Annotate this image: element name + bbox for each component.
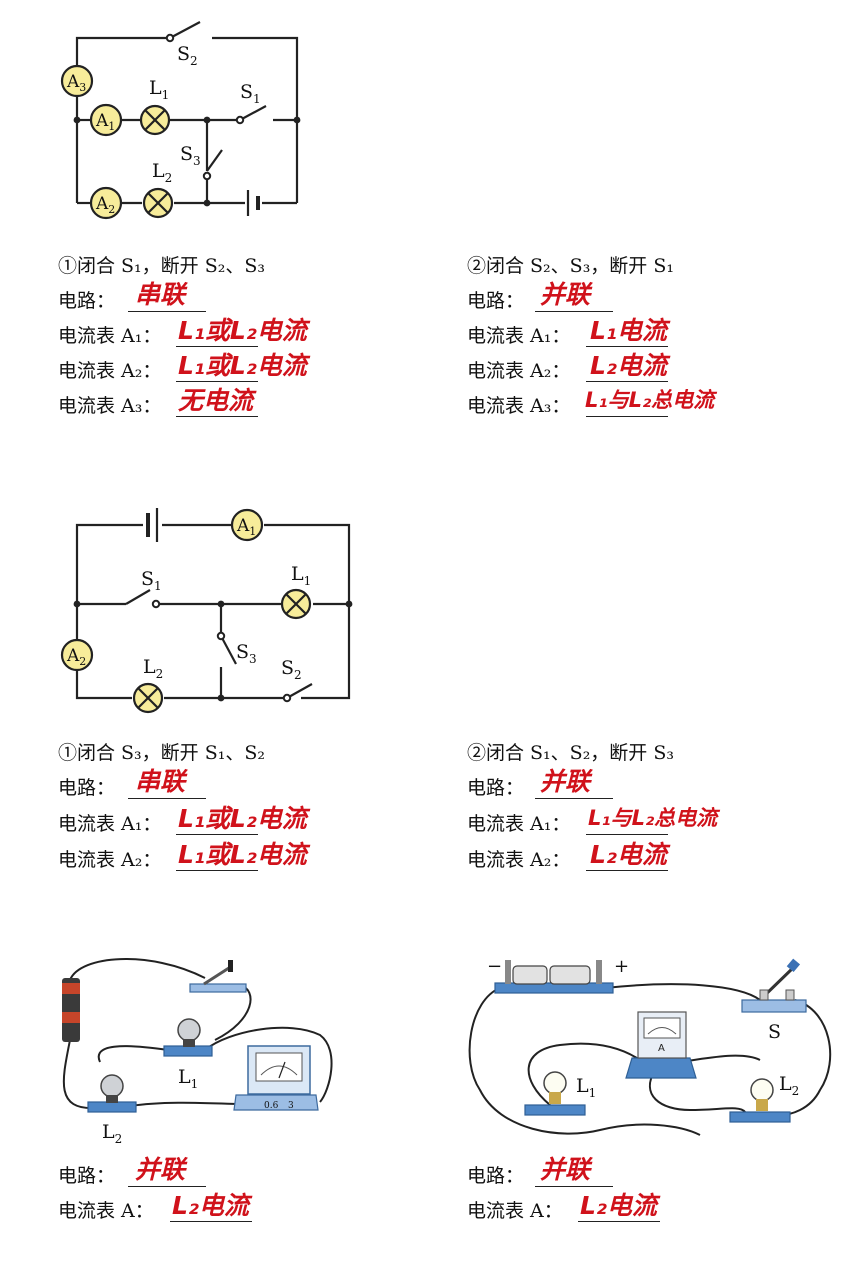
svg-text:+: +: [614, 956, 629, 977]
circuit-1-battery: [246, 190, 260, 216]
row-label: 电流表 A₁：: [467, 813, 571, 835]
circuit-2-junctions: [73, 599, 353, 703]
svg-text:A: A: [658, 1043, 665, 1054]
answer-text: 无电流: [178, 386, 254, 415]
row-label: 电流表 A₁：: [467, 325, 571, 347]
answer-underline: [586, 870, 668, 871]
svg-text:L2: L2: [143, 656, 163, 681]
circuit-1-lamp-l1: [139, 104, 171, 136]
answer-text: L₂电流: [590, 840, 667, 869]
row-label: 电流表 A₂：: [58, 849, 162, 871]
row-label: 电路：: [58, 777, 116, 799]
svg-text:L1: L1: [178, 1066, 198, 1091]
answer-underline: [578, 1221, 660, 1222]
answer-text: L₂电流: [580, 1191, 657, 1220]
row-label: 电路：: [58, 1165, 116, 1187]
row-label: 电流表 A：: [58, 1200, 154, 1222]
row-label: 电路：: [467, 290, 525, 312]
question-title: ①闭合 S₃，断开 S₁、S₂: [58, 742, 265, 764]
circuit-1: [75, 21, 299, 205]
answer-text: L₁或L₂电流: [178, 840, 307, 869]
answer-underline: [586, 834, 668, 835]
answer-text: L₂电流: [590, 351, 667, 380]
row-label: 电流表 A₂：: [58, 360, 162, 382]
answer-underline: [128, 311, 206, 312]
svg-text:S2: S2: [281, 657, 302, 682]
answer-underline: [176, 346, 258, 347]
bulb-icon: [163, 1018, 213, 1057]
svg-text:L1: L1: [149, 77, 169, 102]
circuit-1-junctions: [73, 33, 301, 207]
answer-underline: [176, 834, 258, 835]
answer-text: L₁或L₂电流: [178, 316, 307, 345]
answer-underline: [176, 870, 258, 871]
svg-text:S1: S1: [240, 81, 261, 106]
answer-text: L₁与L₂总电流: [585, 388, 715, 412]
answer-underline: [535, 311, 613, 312]
row-label: 电流表 A₂：: [467, 360, 571, 382]
svg-text:S3: S3: [236, 641, 257, 666]
bulb-icon: [524, 1071, 586, 1116]
bulb-icon: [729, 1078, 791, 1123]
answer-text: L₁与L₂总电流: [588, 806, 718, 830]
answer-text: 串联: [135, 280, 186, 309]
question-title: ①闭合 S₁，断开 S₂、S₃: [58, 255, 265, 277]
svg-text:S3: S3: [180, 143, 201, 168]
row-label: 电流表 A₁：: [58, 325, 162, 347]
knife-switch-icon: [741, 958, 807, 1013]
ammeter-icon: A: [625, 1011, 697, 1079]
answer-text: 并联: [540, 1155, 591, 1184]
answer-text: 并联: [540, 280, 591, 309]
svg-text:L2: L2: [152, 160, 172, 185]
circuit-2-lamp-l1: [280, 588, 312, 620]
ammeter-icon: [233, 1045, 319, 1111]
row-label: 电流表 A₃：: [58, 395, 162, 417]
svg-text:L2: L2: [779, 1073, 799, 1098]
answer-text: 并联: [135, 1155, 186, 1184]
answer-text: 并联: [540, 767, 591, 796]
answer-underline: [170, 1221, 252, 1222]
answer-underline: [176, 381, 258, 382]
row-label: 电路：: [467, 777, 525, 799]
answer-underline: [128, 798, 206, 799]
answer-underline: [586, 381, 668, 382]
circuit-2-battery: [146, 508, 159, 542]
row-label: 电路：: [58, 290, 116, 312]
row-label: 电路：: [467, 1165, 525, 1187]
question-title: ②闭合 S₁、S₂，断开 S₃: [467, 742, 674, 764]
svg-text:3: 3: [288, 1101, 294, 1111]
svg-text:L1: L1: [576, 1075, 596, 1100]
svg-text:S1: S1: [141, 568, 162, 593]
answer-text: L₁或L₂电流: [178, 351, 307, 380]
answer-text: L₁或L₂电流: [178, 804, 307, 833]
svg-text:−: −: [487, 956, 502, 977]
svg-text:L2: L2: [102, 1121, 122, 1146]
answer-text: L₁电流: [590, 316, 667, 345]
svg-text:L1: L1: [291, 563, 311, 588]
answer-underline: [128, 1186, 206, 1187]
answer-text: L₂电流: [172, 1191, 249, 1220]
row-label: 电流表 A：: [467, 1200, 563, 1222]
photo-circuit-left: L1 L2 0.6 3: [62, 958, 333, 1146]
knife-switch-icon: [189, 960, 247, 993]
row-label: 电流表 A₂：: [467, 849, 571, 871]
row-label: 电流表 A₃：: [467, 395, 571, 417]
svg-text:0.6: 0.6: [264, 1101, 279, 1111]
question-title: ②闭合 S₂、S₃，断开 S₁: [467, 255, 674, 277]
answer-underline: [535, 1186, 613, 1187]
row-label: 电流表 A₁：: [58, 813, 162, 835]
battery-holder-icon: [494, 960, 614, 994]
circuit-1-lamp-l2: [142, 187, 174, 219]
photo-circuit-right: A − + S L1 L2: [468, 956, 832, 1136]
answer-text: 串联: [135, 767, 186, 796]
answer-underline: [176, 416, 258, 417]
answer-underline: [535, 798, 613, 799]
svg-text:S: S: [768, 1021, 781, 1043]
bulb-icon: [87, 1074, 137, 1113]
answer-underline: [586, 416, 668, 417]
answer-underline: [586, 346, 668, 347]
circuit-2-lamp-l2: [132, 682, 164, 714]
svg-text:S2: S2: [177, 43, 198, 68]
